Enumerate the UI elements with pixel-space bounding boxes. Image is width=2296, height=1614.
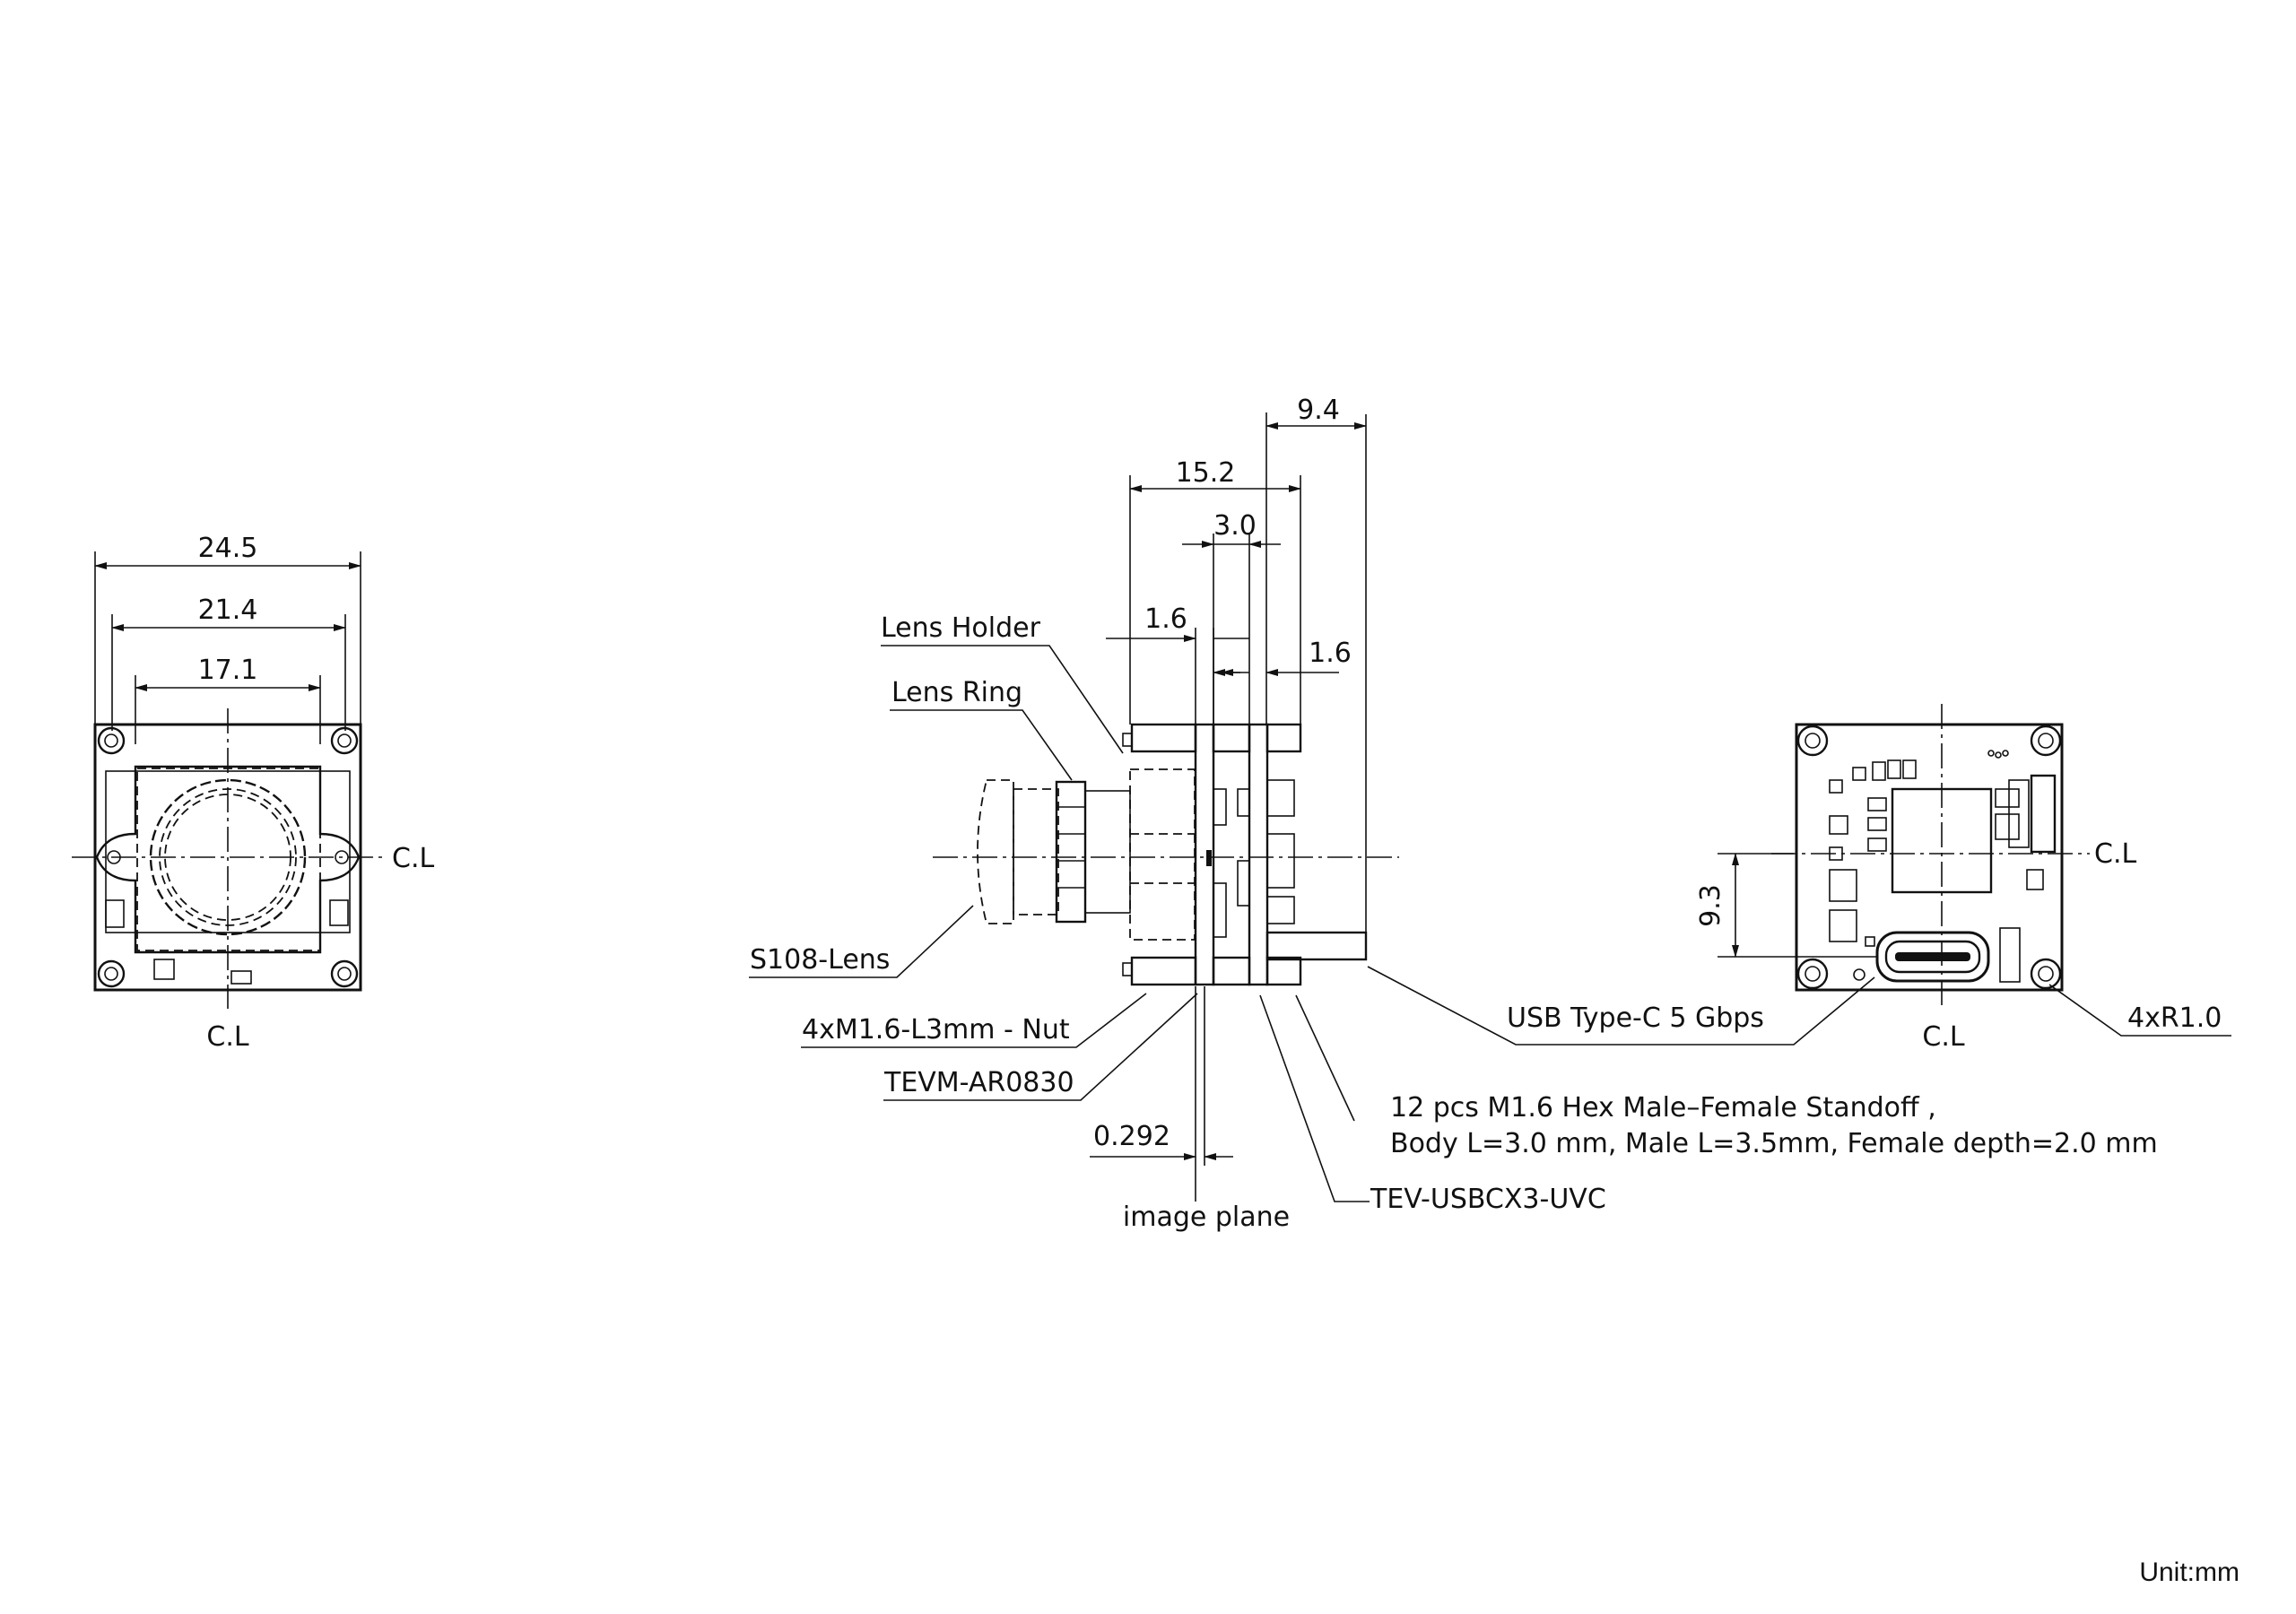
dim-17-1: 17.1 [198,655,258,686]
side-lens [977,779,1014,924]
rear-cl-horizontal: C.L [2094,838,2136,870]
label-usb: USB Type-C 5 Gbps [1507,1002,1764,1034]
dim-0-292: 0.292 [1093,1121,1170,1152]
rear-view: C.L C.L 9.3 4xR1.0 [1695,704,2231,1053]
dim-9-4: 9.4 [1297,395,1340,426]
dim-24-5: 24.5 [198,533,258,564]
label-standoff-line1: 12 pcs M1.6 Hex Male–Female Standoff , [1390,1092,1936,1124]
side-view: 9.4 15.2 3.0 1.6 1.6 [749,395,2158,1233]
rear-cl-vertical: C.L [1922,1021,1964,1053]
front-cl-vertical: C.L [206,1021,248,1053]
dim-1-6-left: 1.6 [1144,603,1187,635]
label-nut: 4xM1.6-L3mm - Nut [802,1014,1070,1046]
dim-1-6-right: 1.6 [1309,638,1352,669]
dim-9-3: 9.3 [1695,884,1726,927]
front-corner-holes [97,726,359,988]
label-radius: 4xR1.0 [2127,1002,2222,1034]
label-tevm: TEVM-AR0830 [883,1067,1074,1098]
label-lens-holder: Lens Holder [881,612,1041,644]
side-sensor-board [1194,723,1215,986]
side-usb-board [1248,723,1269,986]
dim-3-0: 3.0 [1213,510,1257,542]
label-usbcx3: TEV-USBCX3-UVC [1370,1184,1606,1215]
front-cl-horizontal: C.L [392,843,434,874]
label-standoff-line2: Body L=3.0 mm, Male L=3.5mm, Female dept… [1390,1128,2158,1159]
rear-corner-holes [1796,725,2062,990]
front-lens-ring [149,778,307,936]
dim-15-2: 15.2 [1176,457,1236,489]
front-view: 24.5 21.4 17.1 C.L C.L [72,533,434,1053]
label-image-plane: image plane [1123,1202,1290,1233]
label-s108-lens: S108-Lens [750,944,890,976]
rear-board-outline [1795,723,2064,992]
side-lens-holder [1129,768,1196,941]
unit-label: Unit:mm [2139,1558,2239,1587]
side-usb-connector [1265,931,1368,961]
leader-lens-holder [881,645,1124,754]
side-lens-ring [1055,780,1087,924]
dim-21-4: 21.4 [198,594,258,626]
label-lens-ring: Lens Ring [891,677,1022,708]
